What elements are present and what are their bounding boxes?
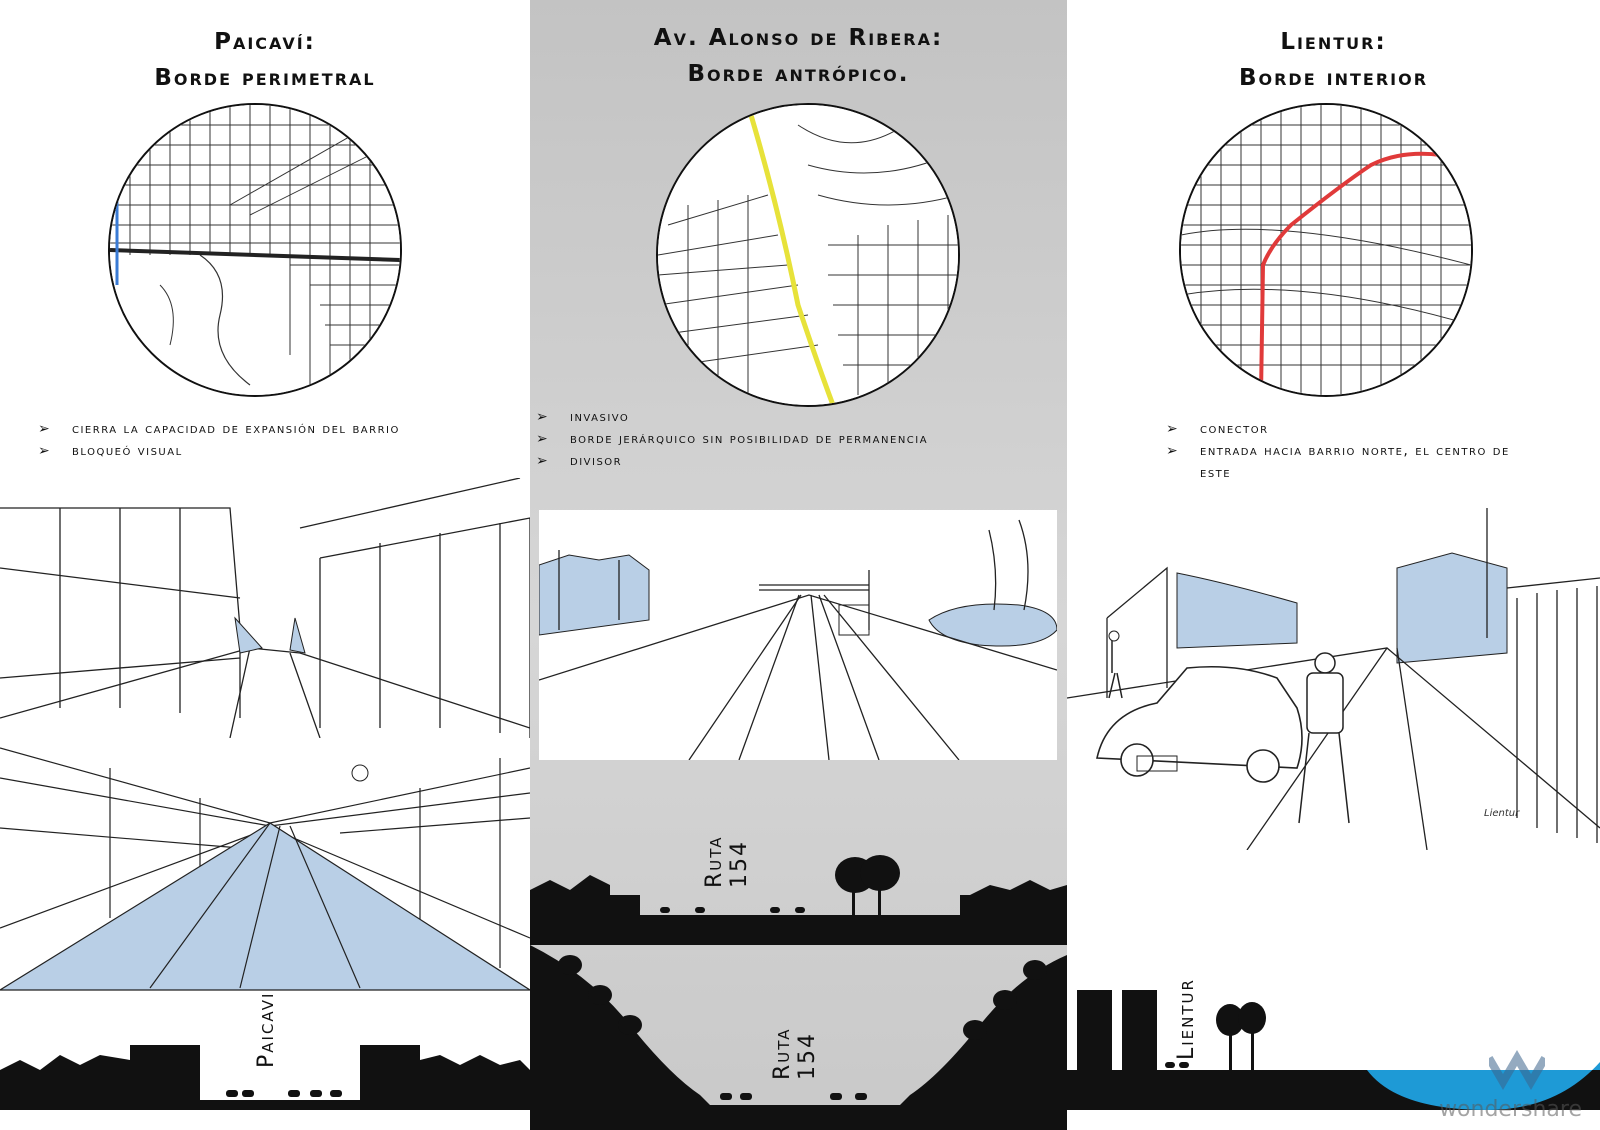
sketch-paicavi-buildings: [0, 478, 530, 738]
bullet-item: ➢bloqueó visual: [38, 440, 458, 462]
wondershare-logo-icon: [1489, 1050, 1545, 1090]
title-paicavi-line2: Borde perimetral: [154, 65, 376, 91]
title-alonso: Av. Alonso de Ribera: Borde antrópico.: [530, 20, 1067, 92]
section-label-lientur: Lientur: [1174, 978, 1199, 1060]
title-paicavi-line1: Paicaví:: [214, 29, 316, 55]
sketch-alonso-highway: [539, 510, 1057, 760]
watermark: wondershare: [1439, 1097, 1582, 1122]
arrow-bullet-icon: ➢: [536, 453, 550, 469]
arrow-bullet-icon: ➢: [38, 421, 52, 437]
bullets-lientur: ➢conector ➢ entrada hacia barrio norte, …: [1166, 418, 1546, 484]
section-paicavi: [0, 1000, 530, 1110]
section-alonso-2: [530, 945, 1067, 1130]
column-paicavi: Paicaví: Borde perimetral ➢cierra la cap…: [0, 0, 530, 1130]
bullets-alonso: ➢invasivo ➢borde jerárquico sin posibili…: [536, 406, 956, 472]
title-alonso-line1: Av. Alonso de Ribera:: [653, 25, 944, 51]
title-alonso-line2: Borde antrópico.: [687, 61, 910, 87]
column-alonso-de-ribera: Av. Alonso de Ribera: Borde antrópico. ➢…: [530, 0, 1067, 1130]
section-label-ruta-2: Ruta 154: [770, 1027, 820, 1080]
column-lientur: Lientur: Borde interior ➢conector ➢ entr…: [1067, 0, 1600, 1130]
title-paicavi: Paicaví: Borde perimetral: [0, 24, 530, 96]
bullet-item: ➢divisor: [536, 450, 956, 472]
section-alonso-1: [530, 845, 1067, 945]
bullets-paicavi: ➢cierra la capacidad de expansión del ba…: [38, 418, 458, 462]
title-lientur-line1: Lientur:: [1280, 29, 1387, 55]
section-label-paicavi: Paicavi: [254, 991, 279, 1068]
map-alonso: [656, 103, 960, 407]
arrow-bullet-icon: ➢: [1166, 421, 1180, 437]
bullet-item: ➢conector: [1166, 418, 1546, 440]
arrow-bullet-icon: ➢: [536, 409, 550, 425]
sketch-lientur-street: [1067, 498, 1600, 850]
arrow-bullet-icon: ➢: [1166, 443, 1180, 459]
title-lientur: Lientur: Borde interior: [1067, 24, 1600, 96]
arrow-bullet-icon: ➢: [38, 443, 52, 459]
map-paicavi: [108, 103, 402, 397]
bullet-item: ➢invasivo: [536, 406, 956, 428]
sketch-paicavi-road: [0, 738, 530, 1000]
bullet-item: ➢cierra la capacidad de expansión del ba…: [38, 418, 458, 440]
title-lientur-line2: Borde interior: [1238, 65, 1429, 91]
section-label-ruta-1: Ruta 154: [702, 835, 752, 888]
sketch-signature: Lientur: [1484, 808, 1520, 819]
map-lientur: [1179, 103, 1473, 397]
bullet-item: ➢borde jerárquico sin posibilidad de per…: [536, 428, 956, 450]
arrow-bullet-icon: ➢: [536, 431, 550, 447]
bullet-item: ➢ entrada hacia barrio norte, el centro …: [1166, 440, 1546, 484]
